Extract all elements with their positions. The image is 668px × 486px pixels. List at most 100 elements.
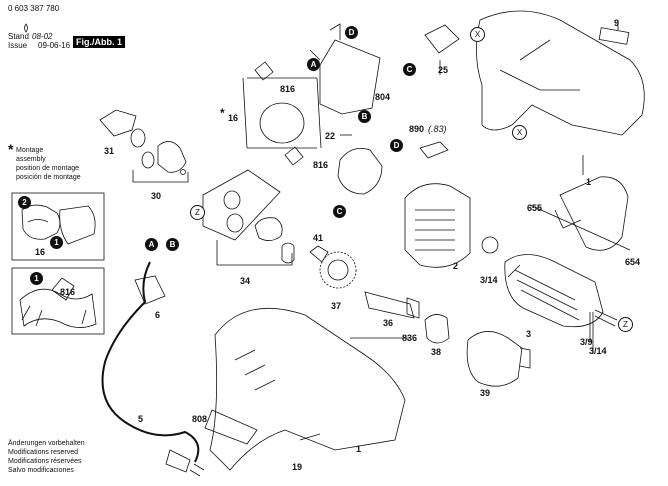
callout-b-cord: B (166, 238, 179, 251)
part-label-6: 6 (155, 310, 161, 320)
part-label-41: 41 (313, 233, 324, 243)
callout-a-cord: A (145, 238, 158, 251)
callout-a-top: A (307, 58, 320, 71)
part-label-3-14-right: 3/14 (589, 346, 607, 356)
part-label-890: 890 (409, 124, 425, 134)
inset-clamp-left (21, 204, 61, 240)
issue-value: 09-06-16 (38, 41, 71, 50)
callout-z-left: Z (190, 205, 205, 220)
armature-bearing (481, 236, 499, 254)
footer-line-2: Modifications reserved (8, 449, 79, 456)
part-label-30: 30 (151, 191, 162, 201)
part-816-brush-lower (284, 146, 304, 166)
part-label-36: 36 (383, 318, 394, 328)
part-890-clamp (419, 141, 449, 159)
part-5-cord (101, 261, 200, 463)
part-34-plate (202, 169, 281, 241)
part-2-field-coil (404, 183, 471, 268)
part-39-chuck (466, 331, 523, 387)
callout-x-mid: X (512, 125, 527, 140)
part-1-housing-bottom (209, 307, 406, 471)
issue-label: Issue (8, 41, 28, 50)
part-label-9: 9 (614, 18, 620, 28)
part-label-654: 654 (625, 257, 641, 267)
stand-label: Stand (8, 32, 29, 41)
callout-1-inset-lower: 1 (30, 272, 43, 285)
power-plug (165, 449, 191, 473)
part-label-890-note: (.83) (428, 124, 447, 134)
callout-2-inset: 2 (18, 196, 31, 209)
part-label-31: 31 (104, 146, 115, 156)
part-654-rod (529, 204, 631, 251)
legend-line-2: assembly (16, 156, 46, 163)
part-label-star-16: * (220, 106, 225, 120)
part-label-39: 39 (480, 388, 491, 398)
part-label-655: 655 (527, 203, 543, 213)
part-1-housing-top (476, 10, 645, 136)
document-number: 0 603 387 780 (8, 4, 60, 13)
part-804-switch (319, 39, 381, 115)
callout-x-top: X (470, 27, 485, 42)
part-16-brush-plate-lower (337, 147, 383, 195)
part-30-washer (130, 128, 146, 148)
part-36-shaft (364, 291, 415, 319)
part-6-cord-guard (134, 275, 166, 305)
part-816-brush-upper (254, 61, 274, 81)
part-31-cap (99, 109, 137, 137)
inset-clamp-right (59, 205, 96, 245)
part-label-816-inset: 816 (60, 287, 76, 297)
part-label-2: 2 (453, 261, 459, 271)
part-label-16-upper: 16 (228, 113, 239, 123)
callout-z-right: Z (618, 317, 633, 332)
part-label-3-9: 3/9 (580, 337, 593, 347)
part-label-804: 804 (375, 92, 391, 102)
part-19-screw (299, 433, 321, 441)
part-label-38: 38 (431, 347, 442, 357)
part-25-clip (424, 24, 460, 54)
legend-star: * (8, 141, 14, 157)
footer-line-1: Änderungen vorbehalten (8, 440, 85, 447)
callout-d-mid: D (390, 139, 403, 152)
legend-line-4: posición de montage (16, 174, 81, 181)
part-label-3: 3 (526, 329, 532, 339)
footer-line-3: Modifications réservées (8, 458, 82, 465)
part-label-25: 25 (438, 65, 449, 75)
part-label-16-inset: 16 (35, 247, 46, 257)
part-37-gear (319, 251, 357, 289)
callout-c-mid: C (333, 205, 346, 218)
legend-line-1: Montage (16, 147, 44, 154)
part-label-5: 5 (138, 414, 144, 424)
part-label-816-mid: 816 (313, 160, 329, 170)
part-label-1-bottom: 1 (356, 444, 362, 454)
header-squiggle (24, 23, 28, 33)
part-label-19: 19 (292, 462, 303, 472)
inset-box-bottom (11, 267, 105, 335)
part-655-handle (559, 176, 629, 251)
part-label-808: 808 (192, 414, 208, 424)
legend-line-3: position de montage (16, 165, 80, 172)
stand-value: 08-02 (32, 32, 53, 41)
part-label-836: 836 (402, 333, 418, 343)
part-30-cage (157, 141, 187, 173)
part-label-37: 37 (331, 301, 342, 311)
part-9-label (598, 27, 630, 45)
part-label-22: 22 (325, 131, 336, 141)
part-34-gear (254, 217, 283, 241)
callout-c-top: C (403, 63, 416, 76)
callout-1-inset: 1 (50, 236, 63, 249)
part-38-bearing (424, 314, 450, 344)
part-16-brush-plate (259, 102, 305, 144)
part-label-816-upper: 816 (280, 84, 296, 94)
part-41-spring (309, 245, 329, 263)
part-label-3-14-left: 3/14 (480, 275, 498, 285)
inset-box-top (11, 192, 105, 261)
footer-line-4: Salvo modificaciones (8, 467, 74, 474)
part-label-34: 34 (240, 276, 251, 286)
callout-b-top: B (358, 110, 371, 123)
figure-label: Fig./Abb. 1 (73, 36, 125, 48)
part-808-cover (204, 409, 258, 445)
part-label-1-top: 1 (586, 177, 592, 187)
inset-bottom-part (19, 288, 97, 328)
